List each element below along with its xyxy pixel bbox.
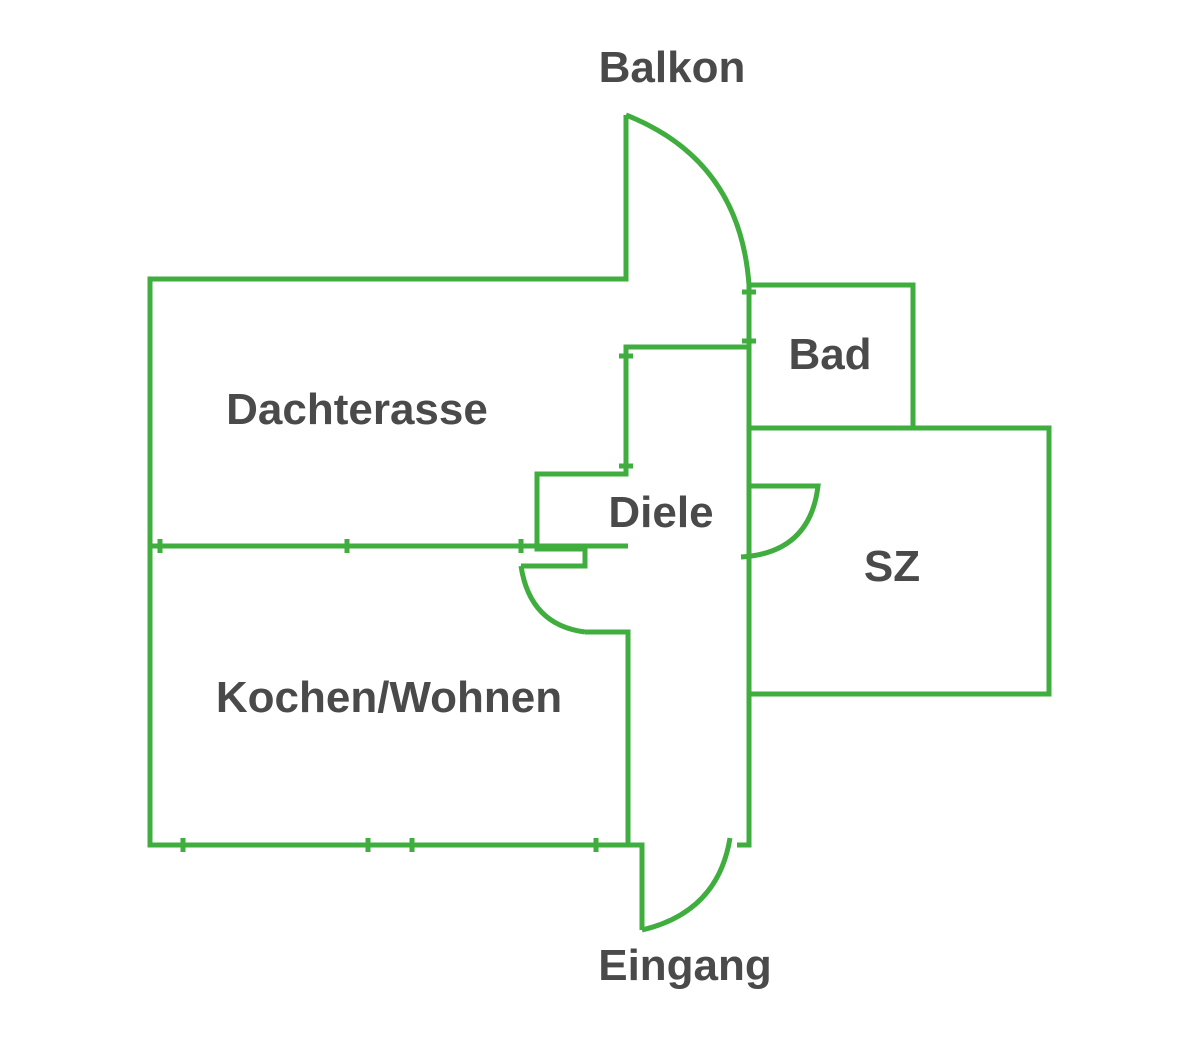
- hall-east-wall: [737, 285, 752, 848]
- bedroom-walls: [749, 425, 1052, 697]
- walls: [147, 112, 1052, 933]
- kitchen-living-label: Kochen/Wohnen: [216, 673, 562, 722]
- roof-terrace-label: Dachterasse: [226, 385, 488, 434]
- room-labels: Balkon Bad Dachterasse Diele SZ Kochen/W…: [216, 43, 920, 990]
- roof-terrace-walls: [147, 115, 629, 549]
- wall-ticks: [157, 289, 756, 852]
- balcony-label: Balkon: [599, 43, 746, 92]
- balcony-door-swing: [625, 112, 752, 286]
- bathroom-label: Bad: [788, 330, 871, 379]
- bedroom-label: SZ: [864, 542, 920, 591]
- entrance-door-leaf: [628, 842, 645, 930]
- entrance-label: Eingang: [598, 941, 772, 990]
- bathroom-walls: [749, 282, 916, 428]
- kitchen-door-swing: [518, 565, 586, 635]
- entrance-door-swing: [641, 837, 733, 933]
- hall-label: Diele: [608, 488, 713, 537]
- bedroom-door-swing: [740, 483, 821, 560]
- hall-inner-wall: [521, 344, 749, 569]
